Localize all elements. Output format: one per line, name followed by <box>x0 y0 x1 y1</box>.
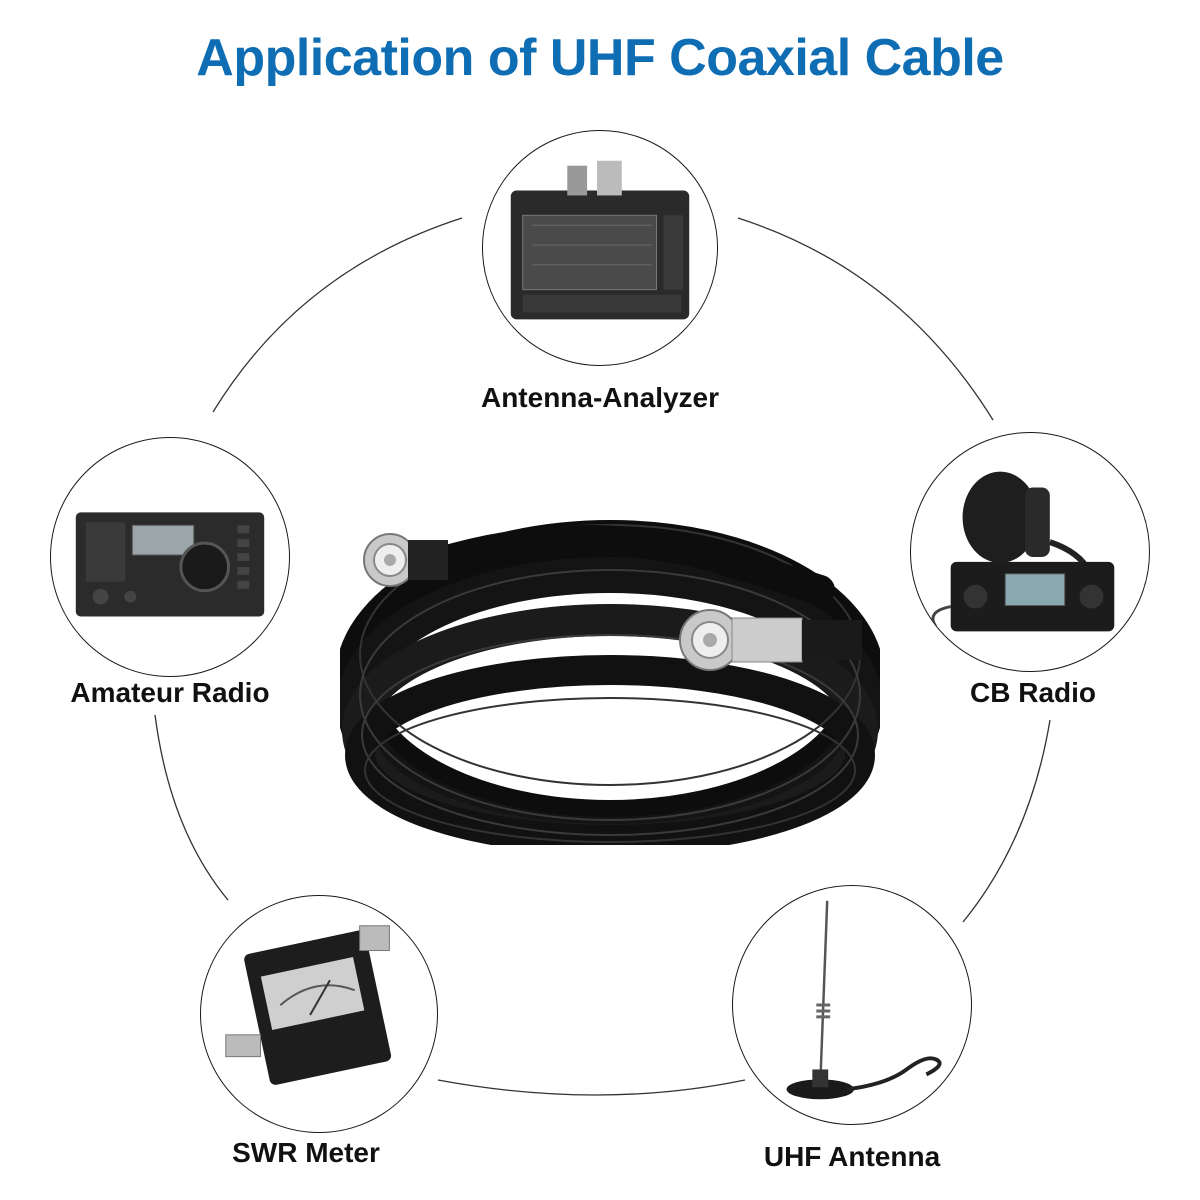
uhf-antenna-image <box>732 885 972 1125</box>
node-label: SWR Meter <box>232 1137 380 1168</box>
node-label: CB Radio <box>970 677 1096 708</box>
cb-radio-image <box>910 432 1150 672</box>
node-label: Antenna-Analyzer <box>480 382 720 413</box>
node-label: UHF Antenna <box>763 1141 941 1172</box>
page-title: Application of UHF Coaxial Cable <box>196 29 1004 87</box>
node-label: Amateur Radio <box>70 677 270 708</box>
swr-meter-image <box>200 895 438 1133</box>
coiled-coaxial-cable-image <box>335 505 885 856</box>
amateur-radio-image <box>50 437 290 677</box>
antenna-analyzer-image <box>482 130 718 366</box>
